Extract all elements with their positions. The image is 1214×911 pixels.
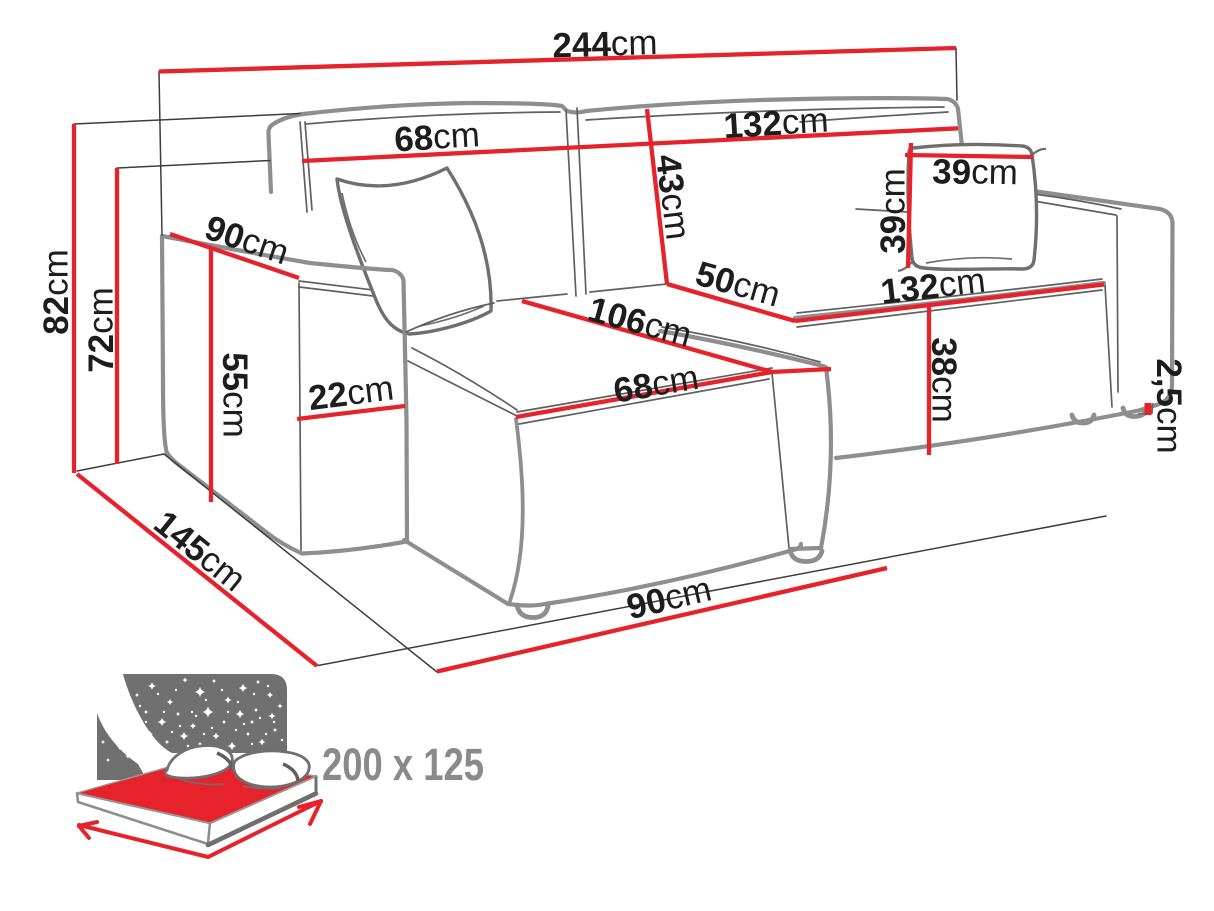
svg-text:90cm: 90cm [623,569,715,626]
svg-text:39cm: 39cm [874,168,913,254]
svg-text:132cm: 132cm [722,101,829,146]
svg-text:244cm: 244cm [552,23,658,65]
svg-text:2,5cm: 2,5cm [1150,358,1189,453]
svg-text:82cm: 82cm [37,249,76,335]
svg-text:72cm: 72cm [82,287,121,373]
svg-text:38cm: 38cm [925,337,964,423]
svg-text:55cm: 55cm [216,352,255,438]
svg-text:39cm: 39cm [932,152,1018,192]
svg-text:43cm: 43cm [648,152,697,242]
svg-text:68cm: 68cm [393,115,481,159]
svg-text:200 x 125: 200 x 125 [322,739,484,790]
